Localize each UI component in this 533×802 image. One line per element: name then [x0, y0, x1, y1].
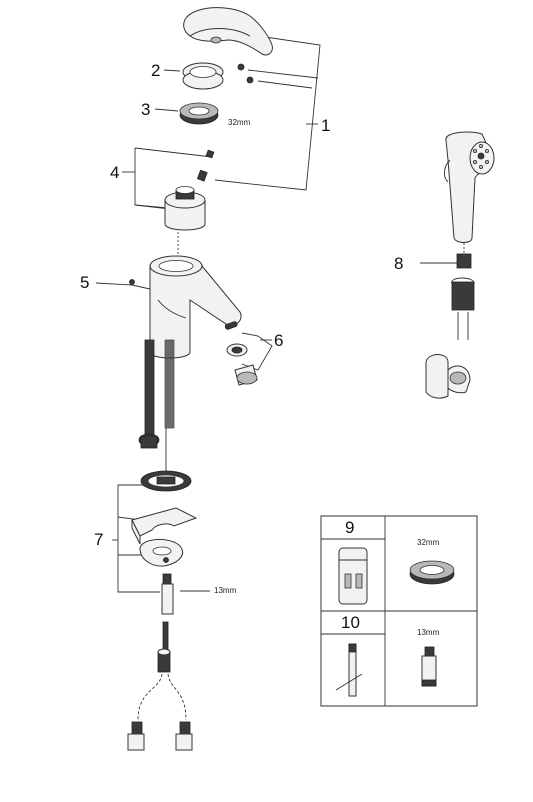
flex-hoses [138, 339, 175, 449]
group-1-bracket [214, 35, 321, 191]
callout-6: 6 [274, 331, 284, 350]
tap-body [149, 255, 242, 359]
tool-table-number-10: 10 [341, 613, 360, 632]
table-32mm-label: 32mm [417, 538, 440, 547]
dimension-13mm-label: 13mm [214, 586, 237, 595]
group-7-bracket [112, 484, 160, 593]
tool-10-icon [335, 643, 363, 697]
fixing-washer [139, 539, 184, 567]
table-13mm-label: 13mm [417, 628, 440, 637]
callout-2: 2 [151, 61, 161, 80]
ring-32mm-icon [409, 560, 455, 585]
wall-holder [425, 354, 471, 399]
shower-hose [420, 243, 475, 340]
tool-table [320, 515, 478, 707]
dimension-32mm-label: 32mm [228, 118, 251, 127]
callout-7: 7 [94, 530, 104, 549]
fixing-stud [161, 573, 210, 615]
tool-9-icon [338, 547, 368, 605]
fixing-gasket [140, 470, 192, 492]
connection-hoses [127, 673, 193, 751]
callout-3: 3 [141, 100, 151, 119]
tool-table-number-9: 9 [345, 518, 355, 537]
pull-rod [95, 279, 151, 290]
cap-ring [182, 62, 224, 90]
nut-13mm-icon [421, 646, 437, 687]
cartridge [164, 186, 206, 231]
lever-handle [183, 7, 273, 56]
hand-shower-head [443, 131, 495, 243]
retaining-nut [179, 102, 219, 125]
threaded-rod [157, 621, 171, 673]
handle-screw [237, 63, 254, 84]
callout-1: 1 [321, 116, 331, 135]
callout-8: 8 [394, 254, 404, 273]
insert-screws [196, 149, 215, 182]
horseshoe-plate [131, 507, 198, 545]
aerator [224, 321, 258, 386]
callout-4: 4 [110, 163, 120, 182]
callout-5: 5 [80, 273, 90, 292]
